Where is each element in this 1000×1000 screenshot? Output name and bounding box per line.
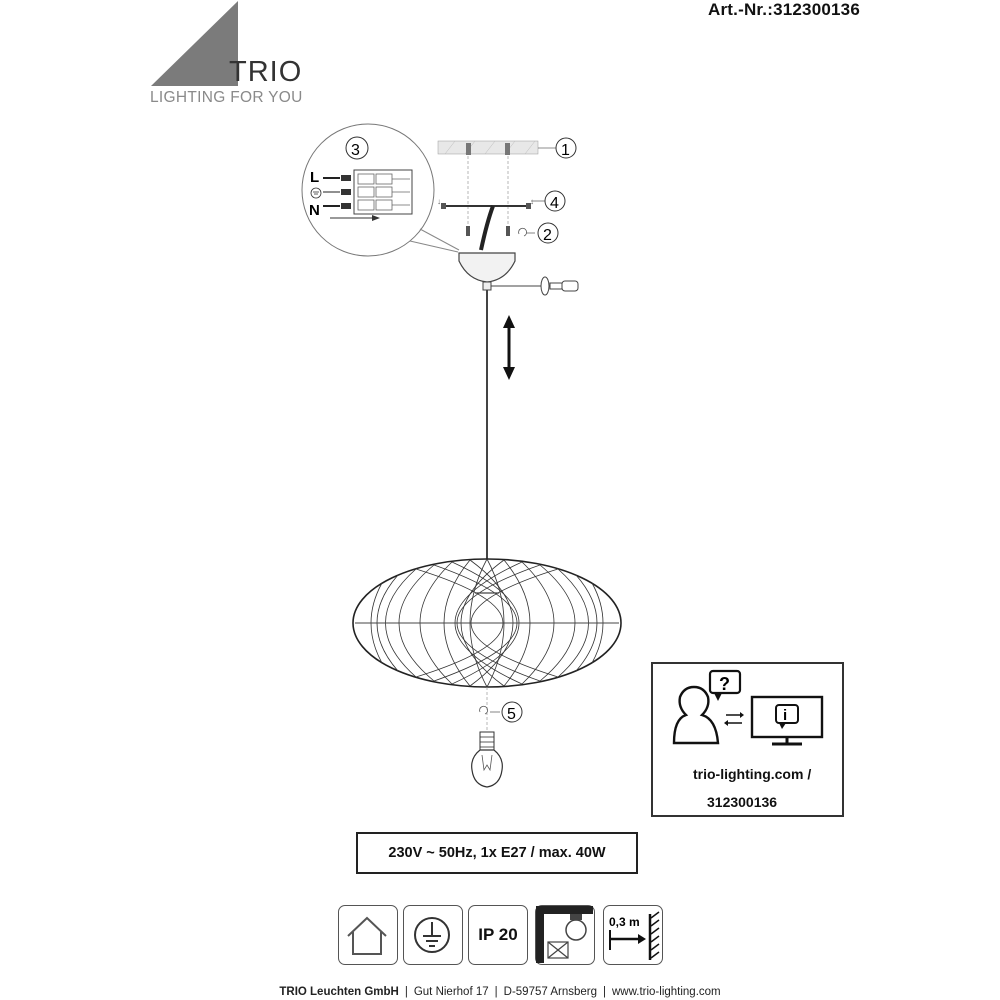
user-question-icon: ? [672,669,742,745]
info-url-line2[interactable]: 312300136 [707,794,778,810]
height-adjust-arrows [503,315,515,380]
distance-text: 0,3 m [609,915,640,929]
light-bulb [471,731,503,788]
mounting-bracket: ↓ ↓ 4 2 [437,190,566,251]
step-1-label: 1 [561,142,570,159]
ceiling-canopy [458,252,579,296]
earth-small-icon [310,187,322,199]
footer-company: TRIO Leuchten GmbH [279,986,399,998]
no-insulation-cover-icon [535,905,595,965]
electrical-spec: 230V ~ 50Hz, 1x E27 / max. 40W [356,832,638,874]
info-url-line1[interactable]: trio-lighting.com / [693,766,812,782]
logo-triangle [151,1,238,86]
pendant-shade [352,558,622,688]
article-number: Art.-Nr.:312300136 [708,0,860,19]
step-2-label: 2 [543,227,552,244]
wire-neutral-label: N [309,202,320,219]
info-graphic: ? i [672,669,824,746]
footer-city: D-59757 Arnsberg [503,986,597,998]
indoor-house-icon [338,905,398,965]
footer-address: Gut Nierhof 17 [413,986,489,998]
exchange-arrows-icon [724,712,744,726]
step-3-label: 3 [351,142,360,159]
svg-text:↓: ↓ [530,197,534,206]
svg-text:↓: ↓ [437,197,441,206]
ip-rating-badge: IP 20 [468,905,528,965]
ip-rating-text: IP 20 [478,925,518,944]
ceiling-surface: 1 [437,137,577,159]
svg-text:?: ? [719,674,730,694]
earth-ground-icon [403,905,463,965]
screwdriver-icon [540,276,579,296]
assembly-diagram: 3 L N 1 [301,123,622,788]
wire-live-label: L [310,169,319,186]
step-5-label: 5 [507,706,516,723]
wiring-detail-zoom: 3 L N [301,123,460,257]
monitor-info-icon: i [750,695,824,746]
footer: TRIO Leuchten GmbH|Gut Nierhof 17|D-5975… [279,986,721,998]
svg-text:i: i [783,707,787,724]
step-4-label: 4 [550,195,559,212]
footer-website[interactable]: www.trio-lighting.com [611,986,721,998]
distance-icon: 0,3 m [603,905,663,965]
brand-tagline: LIGHTING FOR YOU [150,89,303,106]
bulb-assembly: 5 [471,687,523,788]
brand-name: TRIO [229,56,303,88]
online-info-box [651,662,844,817]
